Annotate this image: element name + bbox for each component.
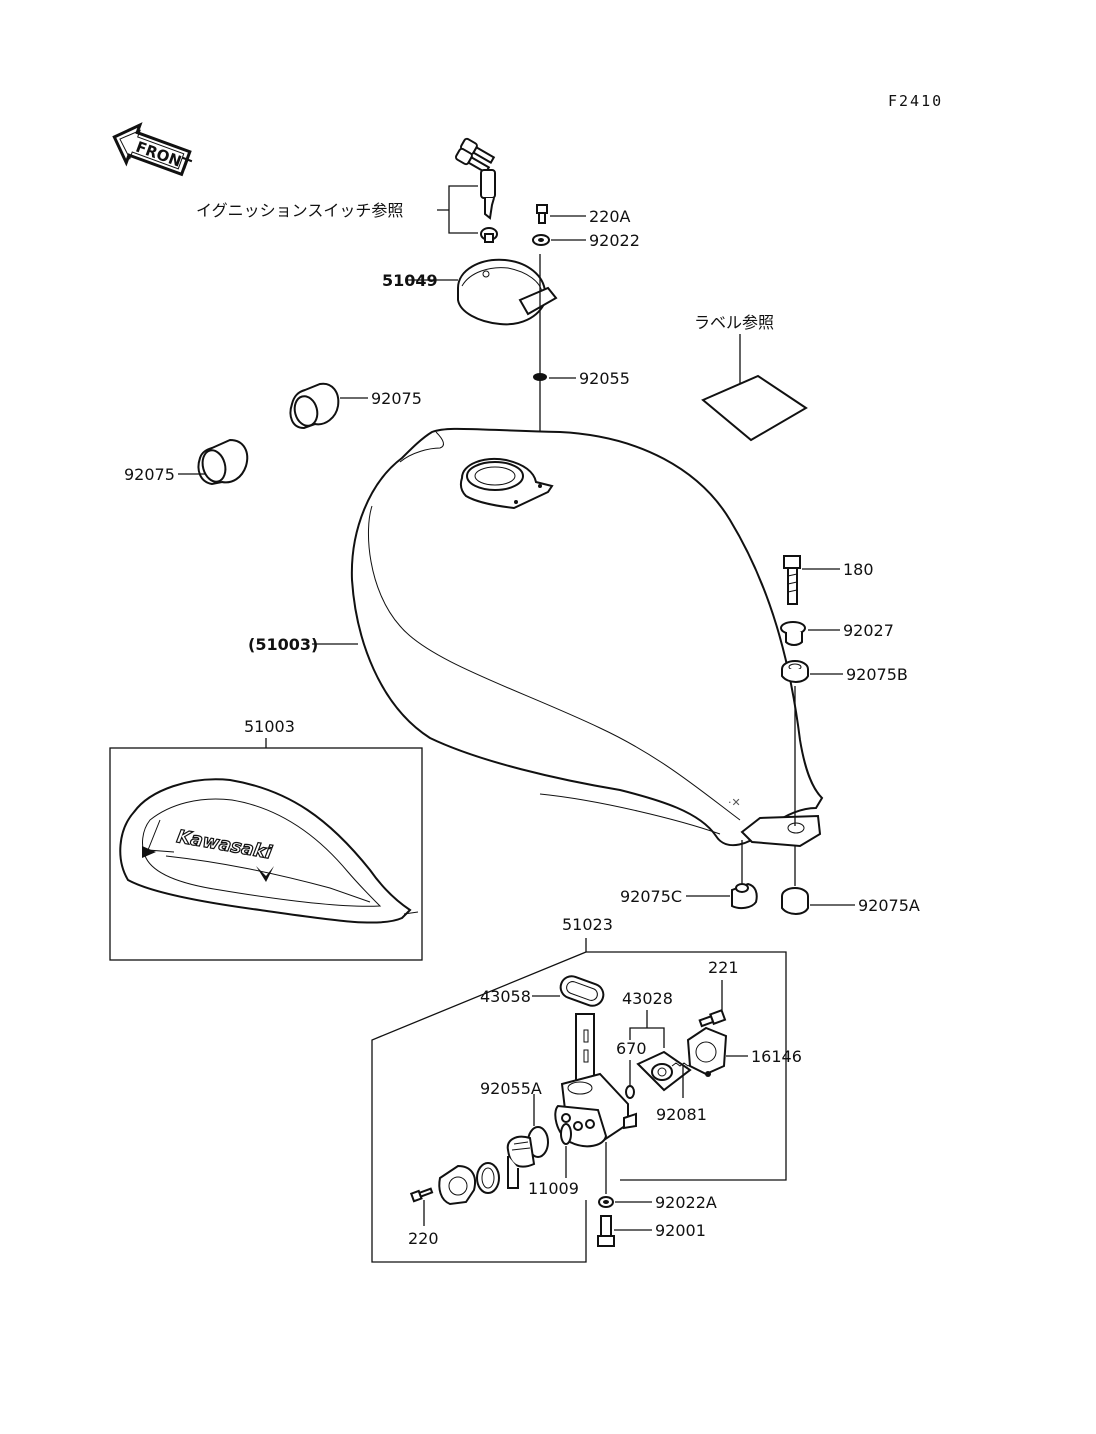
callout-43058: 43058	[480, 987, 531, 1006]
callout-92055: 92055	[579, 369, 630, 388]
lever-plate	[438, 1162, 500, 1206]
callout-92075B: 92075B	[846, 665, 908, 684]
callout-92075C: 92075C	[620, 887, 682, 906]
damper-92075-lower	[197, 438, 249, 486]
callout-221: 221	[708, 958, 739, 977]
callout-220: 220	[408, 1229, 439, 1248]
tank-decal-graphic: Kawasaki	[119, 778, 419, 924]
damper-92075B	[781, 660, 809, 683]
callout-670: 670	[616, 1039, 647, 1058]
callout-92001: 92001	[655, 1221, 706, 1240]
bolt-92001	[597, 1215, 615, 1247]
callout-92075-lower: 92075	[124, 465, 175, 484]
callout-92081: 92081	[656, 1105, 707, 1124]
front-arrow-icon: FRONT	[112, 122, 194, 177]
callout-51003-tank: (51003)	[248, 635, 318, 654]
callout-220A: 220A	[589, 207, 631, 226]
callout-92075-upper: 92075	[371, 389, 422, 408]
fuel-cap-51049	[457, 258, 558, 326]
callout-16146: 16146	[751, 1047, 802, 1066]
callout-92055A: 92055A	[480, 1079, 542, 1098]
callout-51049: 51049	[382, 271, 438, 290]
ignition-key-set	[454, 137, 498, 243]
callout-51003-inset: 51003	[244, 717, 295, 736]
damper-92075C	[731, 882, 758, 910]
callout-92075A: 92075A	[858, 896, 920, 915]
spring-92081	[671, 1062, 693, 1067]
gasket-11009	[560, 1123, 572, 1145]
cover-16146	[686, 1026, 728, 1077]
tap-lever	[506, 1135, 536, 1189]
callout-92027: 92027	[843, 621, 894, 640]
damper-92075A	[781, 887, 809, 915]
gasket-92055	[533, 373, 547, 381]
diagram-code: F2410	[888, 92, 943, 110]
screw-221	[698, 1009, 727, 1028]
svg-text:·✕: ·✕	[728, 796, 741, 809]
callout-51023: 51023	[562, 915, 613, 934]
callout-92022: 92022	[589, 231, 640, 250]
oring-670	[625, 1085, 635, 1099]
bolt-180	[783, 555, 801, 605]
caution-label	[701, 374, 808, 442]
fuel-tank-51003: ·✕	[350, 427, 824, 848]
collar-92027	[780, 621, 806, 646]
label-ref: ラベル参照	[694, 313, 774, 332]
ignition-switch-ref: イグニッションスイッチ参照	[196, 201, 403, 220]
callout-180: 180	[843, 560, 874, 579]
diaphragm-plate	[636, 1050, 692, 1092]
callout-92022A: 92022A	[655, 1193, 717, 1212]
damper-92075-upper	[289, 382, 340, 430]
callout-43028: 43028	[622, 989, 673, 1008]
decal-inset-box	[109, 747, 423, 961]
oring-43058	[559, 975, 605, 1007]
screw-220	[409, 1187, 434, 1203]
screw-220A	[536, 204, 548, 224]
callout-11009: 11009	[528, 1179, 579, 1198]
